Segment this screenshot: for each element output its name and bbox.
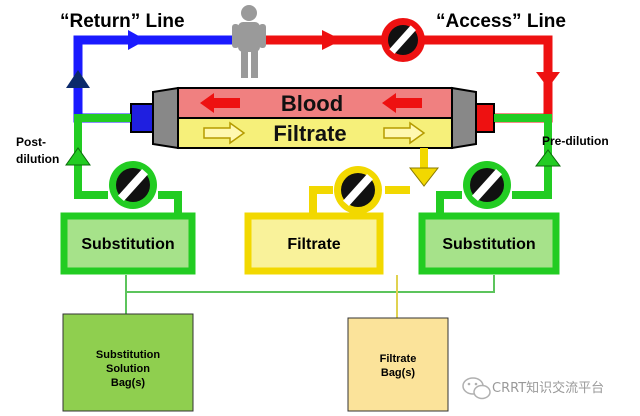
filtrate-flow-arrow-icon (383, 121, 426, 145)
pre-dilution-line (436, 114, 561, 215)
return-arrow-icon (128, 30, 146, 50)
pre-dilution-arrow-icon (535, 149, 561, 167)
filtrate-channel-label: Filtrate (273, 121, 346, 146)
filtrate-box: Filtrate (244, 212, 384, 275)
post-dilution-label: Post- (16, 135, 46, 149)
filtrate-pump-icon (334, 166, 382, 214)
post-dilution-line (65, 114, 182, 215)
post-dilution-pump-icon (109, 161, 157, 209)
filtrate-line (309, 148, 440, 215)
bag-connectors (125, 275, 495, 318)
substitution-solution-bag: Substitution Solution Bag(s) (62, 313, 194, 412)
post-dilution-label: dilution (16, 152, 59, 166)
wechat-logo-icon (462, 377, 491, 400)
bag-substitution-line2: Solution (106, 363, 150, 375)
bag-substitution-line3: Bag(s) (111, 377, 146, 389)
pre-dilution-pump-icon (463, 161, 511, 209)
bag-filtrate-line1: Filtrate (380, 353, 417, 365)
substitution-right-label: Substitution (442, 236, 535, 253)
bag-filtrate-line2: Bag(s) (381, 367, 416, 379)
watermark: CRRT知识交流平台 (462, 377, 604, 400)
return-up-arrow-icon (66, 70, 90, 88)
blood-flow-arrow-icon (200, 93, 240, 113)
substitution-box-left: Substitution (60, 212, 196, 275)
filter-right-cap (451, 86, 495, 150)
return-line-label: “Return” Line (60, 11, 185, 32)
access-down-arrow-icon (536, 72, 560, 88)
watermark-text: CRRT知识交流平台 (492, 380, 604, 396)
pre-dilution-label: Pre-dilution (542, 134, 609, 148)
filter-body: Blood Filtrate (177, 87, 453, 149)
access-pump-icon (381, 18, 425, 62)
access-line-label: “Access” Line (436, 11, 566, 32)
substitution-box-right: Substitution (418, 212, 560, 275)
bag-substitution-line1: Substitution (96, 349, 160, 361)
blood-flow-arrow-icon (382, 93, 422, 113)
filtrate-box-label: Filtrate (287, 236, 340, 253)
post-dilution-arrow-icon (65, 147, 91, 166)
filtrate-down-arrow-icon (408, 167, 440, 187)
filter-left-cap (130, 86, 179, 150)
filtrate-bag: Filtrate Bag(s) (347, 317, 449, 412)
blood-label: Blood (281, 91, 343, 116)
person-icon (232, 5, 266, 78)
access-arrow-icon (322, 30, 342, 50)
substitution-left-label: Substitution (81, 236, 174, 253)
filtrate-flow-arrow-icon (203, 121, 246, 145)
